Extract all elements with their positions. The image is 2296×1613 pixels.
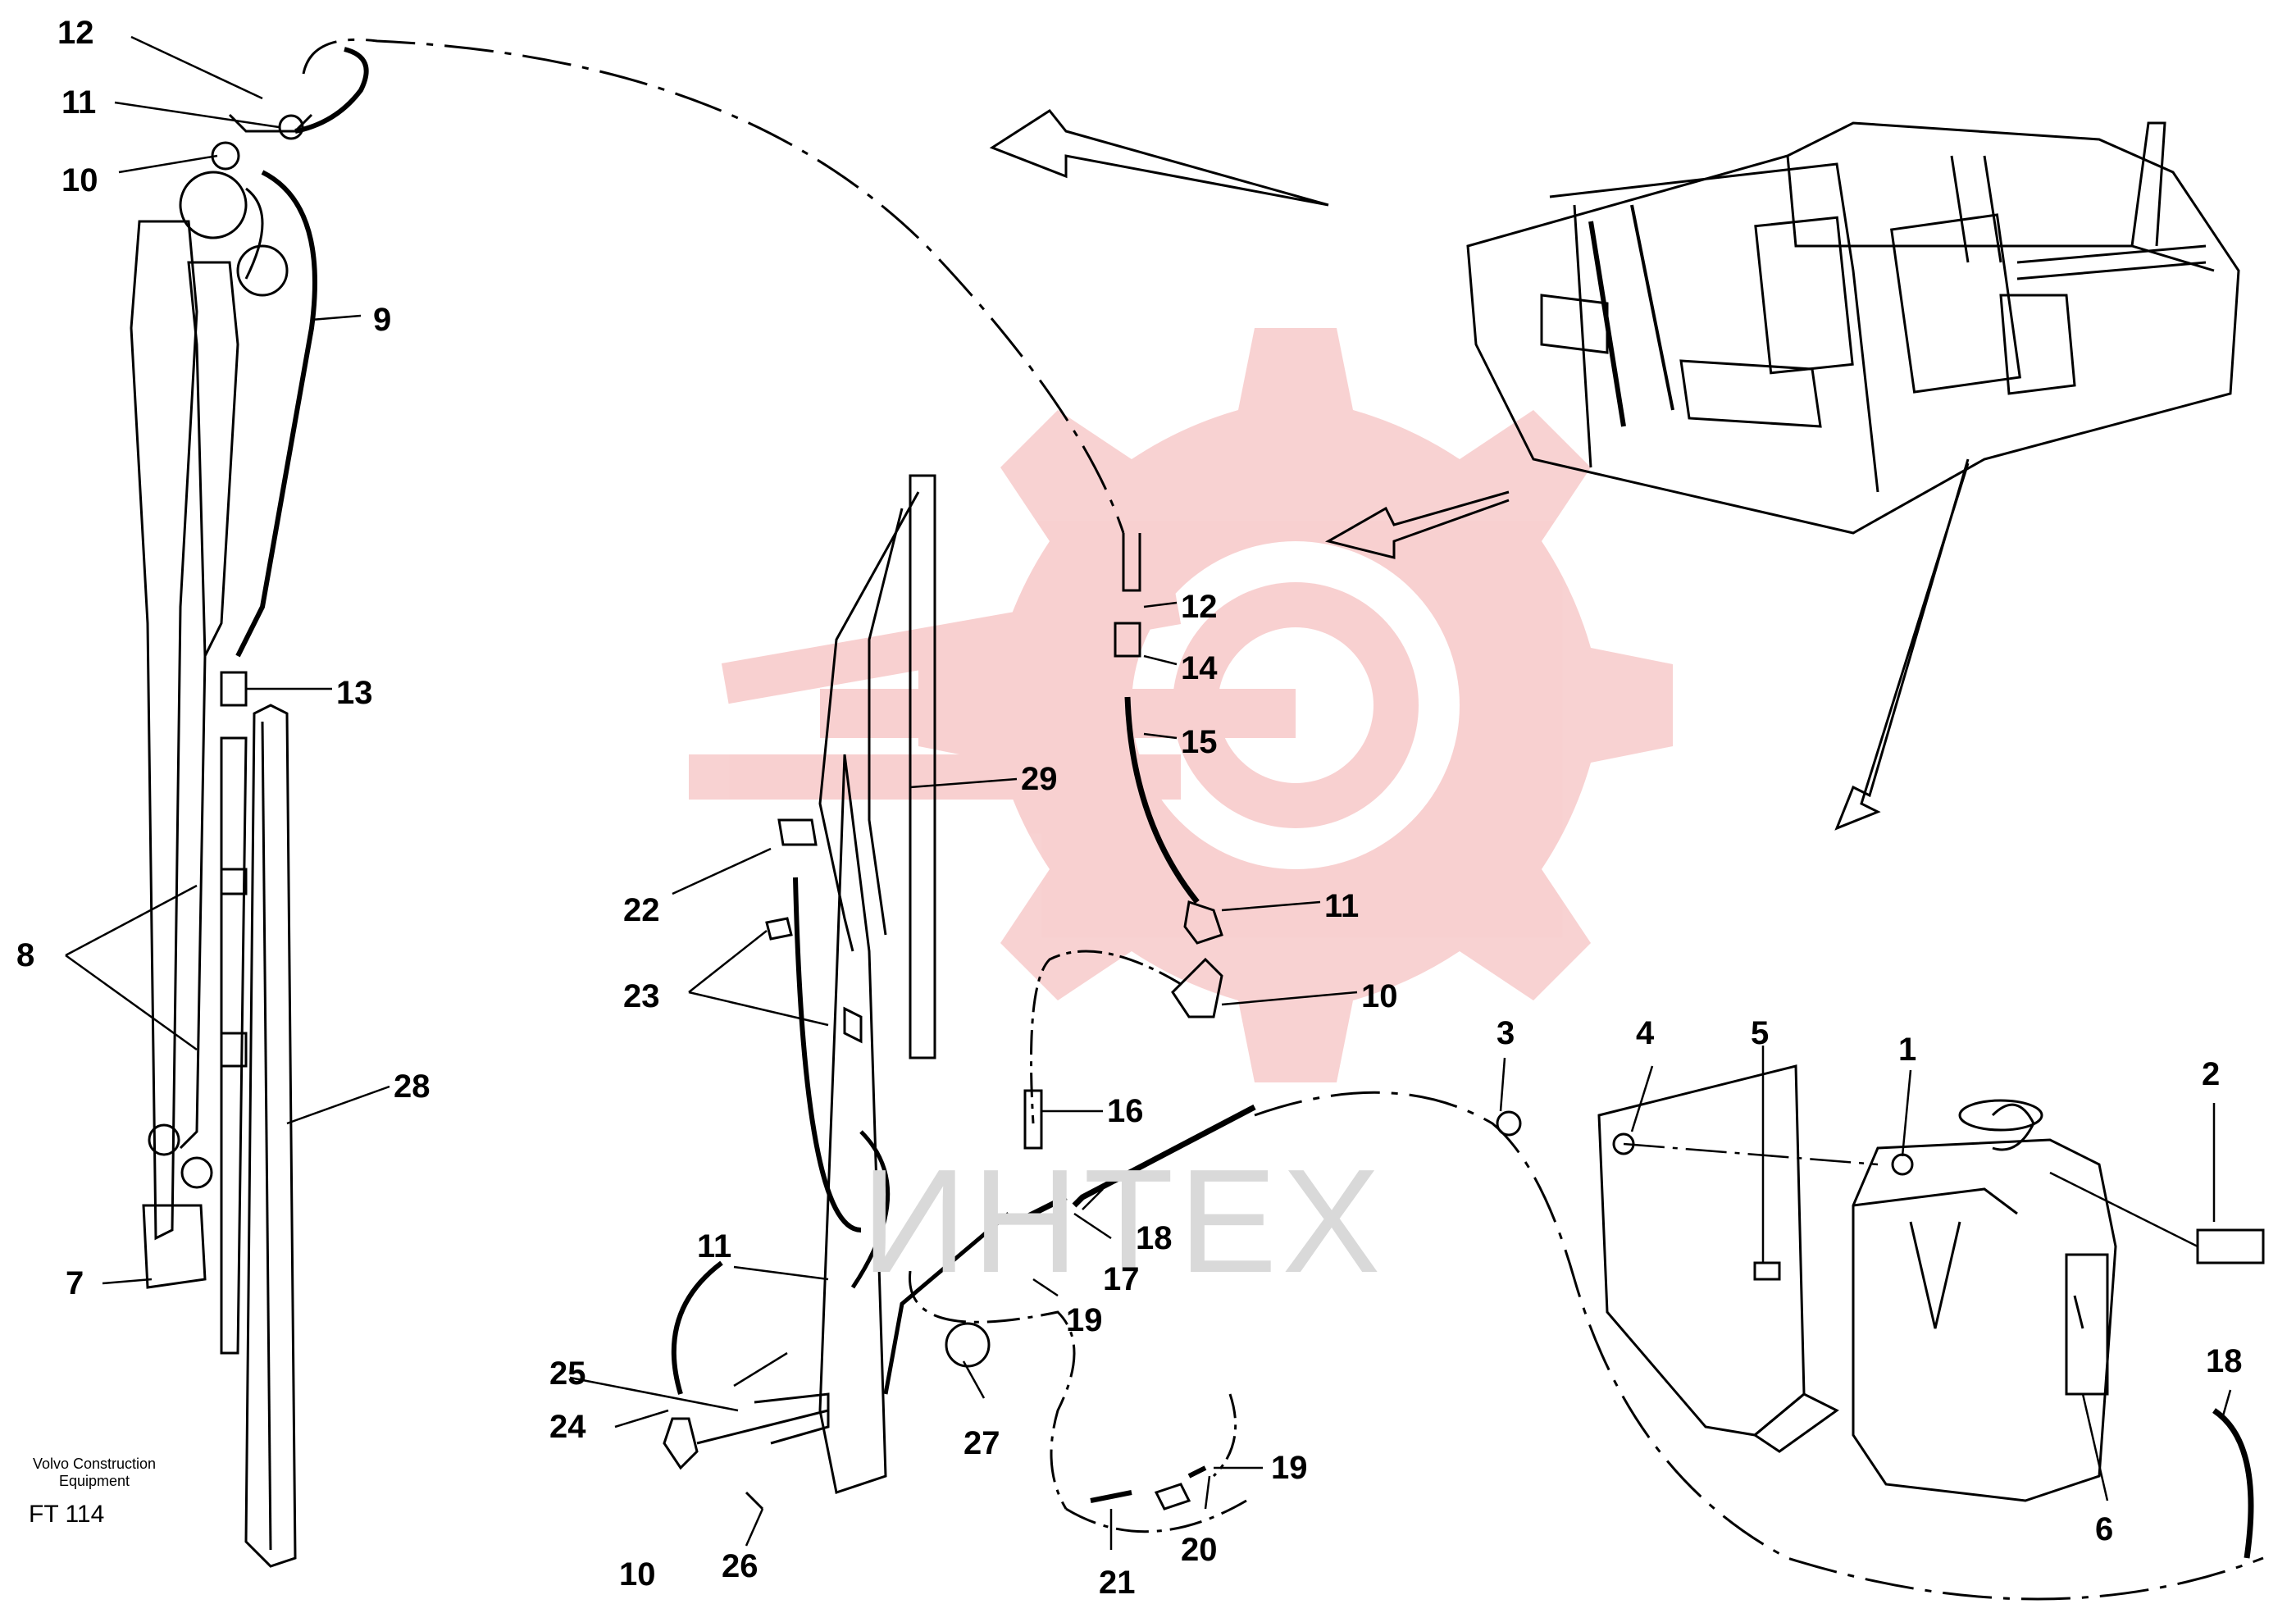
callout-22: 22: [623, 892, 660, 928]
callout-11-center: 11: [1324, 888, 1360, 924]
callout-18-center: 18: [1136, 1220, 1173, 1256]
callout-12-upper: 12: [57, 15, 94, 51]
callout-2: 2: [2202, 1056, 2221, 1092]
callout-13: 13: [336, 675, 373, 711]
callout-18-right: 18: [2206, 1343, 2243, 1379]
callout-11-lower: 11: [697, 1228, 732, 1264]
leader-curve-upper: [302, 38, 1125, 534]
callout-11-upper: 11: [61, 84, 97, 121]
callout-1: 1: [1898, 1032, 1917, 1068]
hose-fittings: [663, 533, 1256, 1533]
callout-3: 3: [1496, 1015, 1515, 1051]
callout-15: 15: [1181, 724, 1218, 760]
callout-14: 14: [1181, 650, 1218, 686]
callout-8: 8: [16, 937, 35, 973]
callout-leaders: [65, 35, 2232, 1550]
callout-21: 21: [1099, 1565, 1136, 1601]
callout-19-center: 19: [1066, 1302, 1103, 1338]
excavator-overview-drawing: [1466, 121, 2240, 535]
callout-19-lower: 19: [1271, 1450, 1308, 1486]
callout-5: 5: [1751, 1015, 1770, 1051]
center-wiper-assembly: [765, 474, 936, 1494]
callout-25: 25: [549, 1356, 586, 1392]
callout-23: 23: [623, 978, 660, 1014]
callout-6: 6: [2095, 1511, 2114, 1547]
manufacturer-line-2: Equipment: [58, 1472, 130, 1489]
callout-27: 27: [963, 1425, 1000, 1461]
callout-28: 28: [394, 1068, 430, 1105]
callout-10-upper: 10: [61, 162, 98, 198]
leader-curve-lower: [1254, 1091, 2264, 1601]
direction-arrows: [989, 109, 1970, 831]
washer-tank-assembly: [1496, 1064, 2265, 1559]
callout-17: 17: [1103, 1261, 1140, 1297]
watermark-text: ИНТЕХ: [861, 1139, 1386, 1304]
figure-code: FT 114: [29, 1501, 105, 1528]
left-wiper-assembly: [130, 47, 369, 1568]
callout-24: 24: [549, 1409, 586, 1445]
manufacturer-line-1: Volvo Construction: [32, 1456, 157, 1472]
manufacturer-note: Volvo Construction Equipment: [25, 1456, 164, 1489]
callout-20: 20: [1181, 1532, 1218, 1568]
callout-10-center: 10: [1361, 978, 1398, 1014]
callout-10-lower: 10: [619, 1556, 656, 1592]
callout-9: 9: [373, 302, 392, 338]
callout-29: 29: [1021, 761, 1058, 797]
callout-4: 4: [1636, 1015, 1655, 1051]
callout-26: 26: [722, 1548, 758, 1584]
callout-16: 16: [1107, 1093, 1144, 1129]
callout-7: 7: [66, 1265, 84, 1301]
callout-12-center: 12: [1181, 589, 1218, 625]
